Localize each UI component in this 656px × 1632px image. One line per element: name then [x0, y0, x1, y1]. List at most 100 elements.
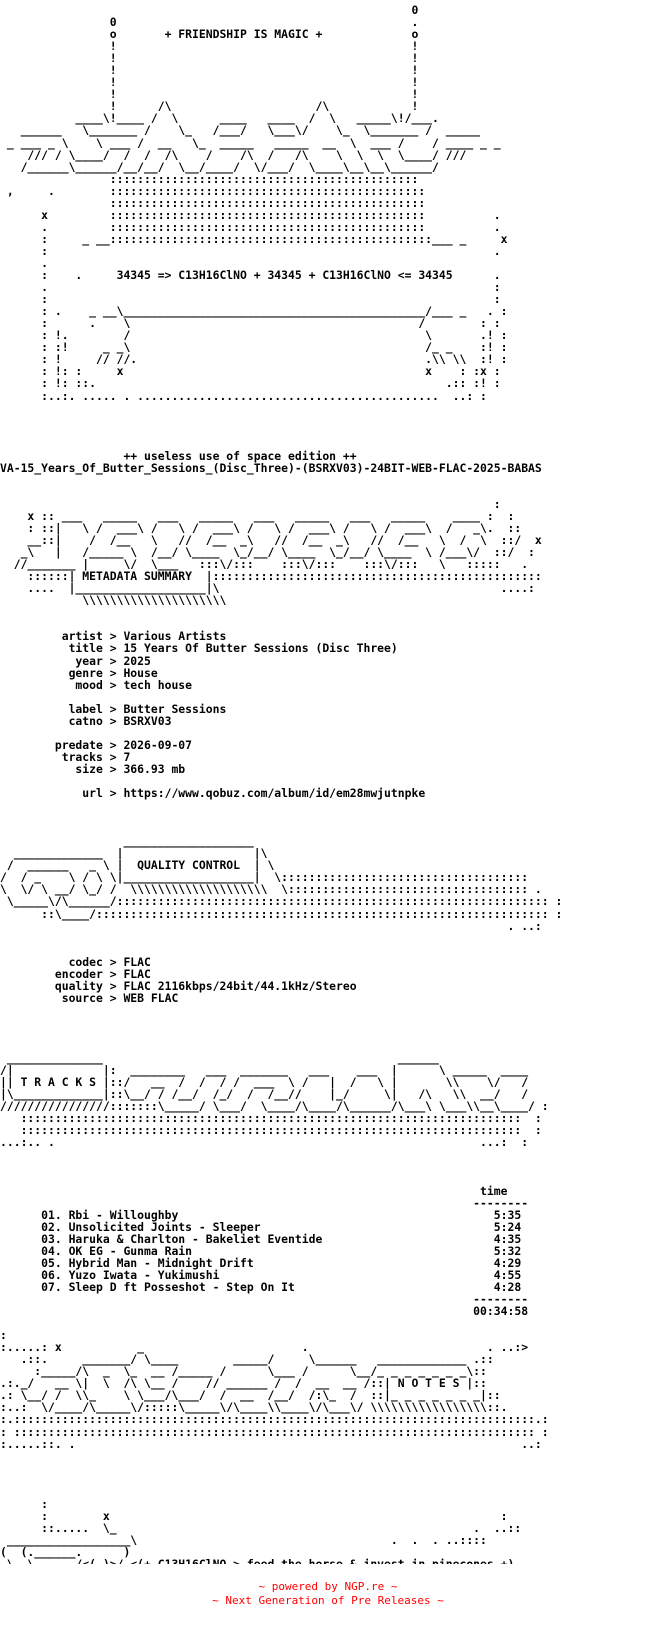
nfo-line: \ \/ \ __/ \_/ / \\\\\\\\\\\\\\\\\\\\ \:… — [0, 882, 542, 897]
nfo-line — [0, 944, 656, 956]
nfo-line: quality > FLAC 2116kbps/24bit/44.1kHz/St… — [0, 978, 357, 993]
nfo-line: __________________\ . . . ..:::: — [0, 1532, 487, 1547]
nfo-line: : :! _ _\ /_ _ :! : — [0, 340, 508, 355]
nfo-line: o + FRIENDSHIP IS MAGIC + o — [0, 27, 419, 42]
nfo-line: ////////////////:::::::\_____/ \___/ \__… — [0, 1099, 549, 1114]
nfo-line — [0, 811, 656, 823]
nfo-line — [0, 1486, 656, 1498]
nfo-line: ...:.. . ...: : — [0, 1135, 529, 1150]
nfo-line: ! ! — [0, 87, 419, 102]
nfo-line: :..: \/____/\_____\/:::::\_____\/\____\\… — [0, 1400, 508, 1415]
nfo-line: :..:. ..... . ..........................… — [0, 388, 487, 403]
nfo-line: / ______ _ \ | QUALITY CONTROL | \ — [0, 858, 275, 873]
nfo-line: . : — [0, 280, 501, 295]
nfo-line: ___________________ — [0, 834, 254, 849]
nfo-line: year > 2025 — [0, 653, 151, 668]
nfo-line: \_____\/\______/::::::::::::::::::::::::… — [0, 894, 563, 909]
nfo-line: : ! // //. .\\ \\ :! : — [0, 352, 508, 367]
nfo-line: .::. _______/ \____ _____/ \______ _____… — [0, 1352, 494, 1367]
nfo-line: : . \ / : : — [0, 316, 501, 331]
nfo-line: 0 — [0, 4, 419, 17]
nfo-line: .: \__/ / \\_ \ \___/\___/ / __ /__/ /:\… — [0, 1388, 501, 1403]
nfo-line: ! ! — [0, 63, 419, 78]
nfo-line: __::| / /__ \ // /__ _\ // /__ _\ // /__… — [0, 533, 542, 548]
nfo-line: title > 15 Years Of Butter Sessions (Dis… — [0, 641, 398, 656]
nfo-line: ::::::::::::::::::::::::::::::::::::::::… — [0, 1123, 542, 1138]
nfo-line — [0, 1004, 656, 1016]
nfo-line: tracks > 7 — [0, 749, 131, 764]
nfo-line — [0, 799, 656, 811]
footer-tagline: ~ Next Generation of Pre Releases ~ — [212, 1594, 444, 1607]
nfo-line: -------- — [0, 1292, 529, 1307]
nfo-line: : . 34345 => C13H16ClNO + 34345 + C13H16… — [0, 268, 501, 283]
nfo-line: ::::::::::::::::::::::::::::::::::::::::… — [0, 1111, 542, 1126]
nfo-line: |\_____________|::\__/ / /__/ /_/ / /__/… — [0, 1087, 529, 1102]
nfo-line: : — [0, 496, 501, 511]
nfo-line: ::::::| METADATA SUMMARY |::::::::::::::… — [0, 569, 542, 584]
nfo-line: : ::| \ / ___\ / \ / ___\ / \ / ___\ / \… — [0, 521, 522, 536]
nfo-line: predate > 2026-09-07 — [0, 737, 193, 752]
nfo-line — [0, 932, 656, 944]
nfo-line: ____\!____ / \ ____ ____ / \ _____\!/___… — [0, 111, 439, 126]
nfo-line: /| |: ________ ___ _______ ___ ___ | \ _… — [0, 1063, 529, 1078]
nfo-line — [0, 1161, 656, 1173]
nfo-line: .... |___________________|\ ....: — [0, 581, 535, 596]
nfo-line: //_______ | \/ \___ :::\/::: :::\/::: ::… — [0, 557, 529, 572]
nfo-line: 01. Rbi - Willoughby 5:35 — [0, 1207, 522, 1222]
nfo-line: size > 366.93 mb — [0, 761, 186, 776]
nfo-line: : . _ __\_______________________________… — [0, 304, 508, 319]
nfo-line: ::::::::::::::::::::::::::::::::::::::::… — [0, 195, 426, 210]
nfo-line: : !. / \ .! : — [0, 328, 508, 343]
nfo-line: url > https://www.qobuz.com/album/id/em2… — [0, 786, 426, 801]
nfo-line — [0, 1016, 656, 1028]
nfo-line: / / _ \ / \ \|___________________| \::::… — [0, 870, 529, 885]
nfo-line: 03. Haruka & Charlton - Bakeliet Eventid… — [0, 1231, 522, 1246]
nfo-line: time — [0, 1183, 508, 1198]
nfo-line: label > Butter Sessions — [0, 701, 227, 716]
nfo-line — [0, 414, 656, 426]
nfo-line: || T R A C K S |::/ __ / / / / ___ \ / |… — [0, 1075, 529, 1090]
nfo-line — [0, 402, 656, 414]
nfo-line: :.....: x _ . . ..:> — [0, 1340, 529, 1355]
nfo-line: .:._/ __ \| \ /\ \__ / // ______ / / __ … — [0, 1376, 487, 1391]
nfo-line: \\\\\\\\\\\\\\\\\\\\\ — [0, 593, 227, 608]
nfo-line: ++ useless use of space edition ++ — [0, 448, 357, 463]
nfo-line: : . — [0, 243, 501, 258]
nfo-line: 05. Hybrid Man - Midnight Drift 4:29 — [0, 1255, 522, 1270]
nfo-line: ( (.______. ) — [0, 1545, 131, 1559]
nfo-line: : !: : x x : :x : — [0, 364, 501, 379]
nfo-line: genre > House — [0, 665, 158, 680]
nfo-line: : : — [0, 292, 501, 307]
nfo-line — [0, 1462, 656, 1474]
nfo-line — [0, 691, 656, 703]
nfo-line: source > WEB FLAC — [0, 990, 179, 1005]
nfo-line: 06. Yuzo Iwata - Yukimushi 4:55 — [0, 1267, 522, 1282]
nfo-line: ! ! — [0, 51, 419, 66]
nfo-line: _\ | /_____ \ /__/ \____ \_/__/ \____ \_… — [0, 545, 535, 560]
nfo-line: : !: ::. .:: :! : — [0, 376, 501, 391]
nfo-line: x ::::::::::::::::::::::::::::::::::::::… — [0, 207, 501, 222]
nfo-line: . ..: — [0, 918, 542, 933]
nfo-text-block: 0 0 . o + FRIENDSHIP IS MAGIC + o ! ! — [0, 4, 656, 1564]
nfo-line: ! /\ /\ ! — [0, 99, 419, 114]
nfo-line — [0, 1028, 656, 1040]
nfo-line: -------- — [0, 1195, 529, 1210]
nfo-line: ::::::::::::::::::::::::::::::::::::::::… — [0, 171, 419, 186]
nfo-line: codec > FLAC — [0, 954, 151, 969]
nfo-line: :.::::::::::::::::::::::::::::::::::::::… — [0, 1412, 549, 1427]
nfo-line: ::..... \_ . ..:: — [0, 1520, 522, 1535]
nfo-line: _____________ | |\ — [0, 846, 268, 861]
nfo-line — [0, 606, 656, 618]
nfo-line: 04. OK EG - Gunma Rain 5:32 — [0, 1243, 522, 1258]
nfo-line — [0, 438, 656, 450]
nfo-line — [0, 1450, 656, 1462]
nfo-line: 0 . — [0, 15, 419, 30]
nfo-line — [0, 426, 656, 438]
nfo-line: ______________ ______ — [0, 1051, 439, 1066]
nfo-line: , . ::::::::::::::::::::::::::::::::::::… — [0, 183, 426, 198]
nfo-line: :.....::. . ..: — [0, 1436, 542, 1451]
page-footer: ~ powered by NGP.re ~ ~ Next Generation … — [0, 1580, 656, 1608]
nfo-line: . — [0, 255, 49, 270]
nfo-line: : ::::::::::::::::::::::::::::::::::::::… — [0, 1424, 549, 1439]
nfo-line: VA-15_Years_Of_Butter_Sessions_(Disc_Thr… — [0, 460, 542, 475]
